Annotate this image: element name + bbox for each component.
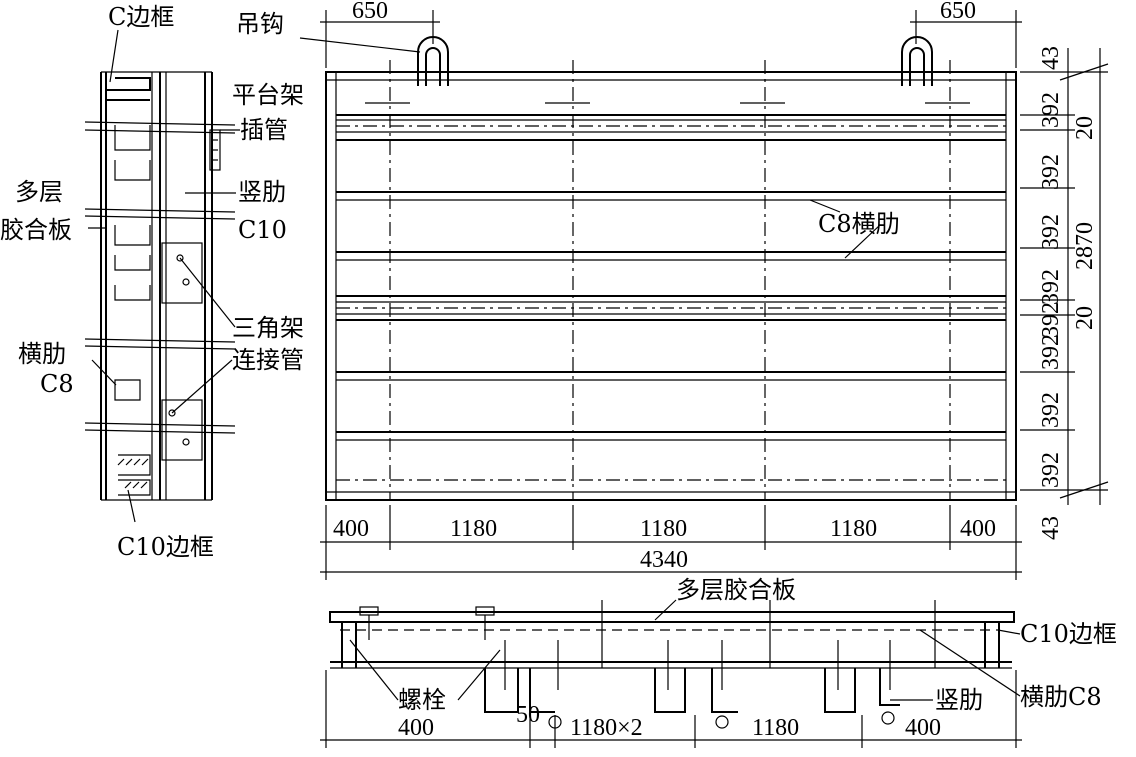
label-connecting-pipe: 连接管 bbox=[232, 346, 304, 374]
dim-right-392-6: 392 bbox=[1038, 334, 1064, 370]
right-dimension-labels: 43 392 20 392 392 392 392 20 392 392 392… bbox=[1038, 46, 1098, 540]
dim-top-right: 650 bbox=[940, 0, 976, 24]
dim-section-400-right: 400 bbox=[905, 715, 941, 741]
bolt-hole-icon bbox=[176, 254, 184, 262]
dim-right-43-top: 43 bbox=[1038, 46, 1064, 70]
bolt-hole-icon bbox=[182, 438, 190, 446]
side-view bbox=[84, 71, 236, 501]
label-section-vertical-rib: 竖肋 bbox=[935, 686, 983, 714]
dim-section-1180x2: 1180×2 bbox=[570, 715, 643, 741]
label-section-bolt: 螺栓 bbox=[398, 686, 446, 714]
label-c8-rib: C8横肋 bbox=[818, 210, 900, 238]
dim-bottom-1180-b: 1180 bbox=[640, 516, 687, 542]
dim-bottom-400-left: 400 bbox=[333, 516, 369, 542]
label-bottom-frame: C10边框 bbox=[117, 533, 214, 561]
label-section-plywood: 多层胶合板 bbox=[676, 576, 796, 604]
bottom-dimensions bbox=[320, 505, 1022, 580]
dim-section-50: 50 bbox=[516, 702, 540, 728]
label-triangle-frame: 三角架 bbox=[232, 314, 304, 342]
dim-right-392-4: 392 bbox=[1038, 269, 1064, 305]
label-transverse-rib: 横肋 bbox=[18, 340, 66, 368]
label-plywood-line2: 胶合板 bbox=[0, 216, 72, 244]
pipe-icon bbox=[715, 715, 729, 729]
dim-section-1180: 1180 bbox=[752, 715, 799, 741]
label-section-edge-frame: C10边框 bbox=[1020, 620, 1117, 648]
dim-total-width: 4340 bbox=[640, 547, 688, 573]
bolt-hole-icon bbox=[182, 278, 190, 286]
label-edge-frame: C边框 bbox=[108, 3, 174, 31]
dim-total-height: 2870 bbox=[1072, 222, 1098, 270]
dim-right-392-3: 392 bbox=[1038, 214, 1064, 250]
dim-right-392-7: 392 bbox=[1038, 392, 1064, 428]
dim-bottom-400-right: 400 bbox=[960, 516, 996, 542]
lifting-hook-icon bbox=[901, 36, 933, 86]
label-platform-frame: 平台架 bbox=[232, 81, 304, 109]
label-section-transverse-rib: 横肋C8 bbox=[1020, 683, 1102, 711]
dim-bottom-1180-a: 1180 bbox=[450, 516, 497, 542]
front-elevation bbox=[325, 36, 1017, 501]
label-hook: 吊钩 bbox=[236, 10, 284, 38]
plan-section bbox=[320, 600, 1022, 748]
top-dimensions bbox=[320, 10, 1022, 68]
bolt-hole-icon bbox=[168, 409, 176, 417]
pipe-icon bbox=[881, 711, 895, 725]
dim-right-392-5: 392 bbox=[1038, 302, 1064, 338]
dim-top-left: 650 bbox=[352, 0, 388, 24]
right-dimensions bbox=[1020, 48, 1109, 505]
label-vertical-rib: 竖肋 bbox=[238, 178, 286, 206]
label-socket-pipe: 插管 bbox=[240, 116, 288, 144]
dim-right-20-top: 20 bbox=[1072, 116, 1098, 140]
dim-right-392-1: 392 bbox=[1038, 92, 1064, 128]
lifting-hook-icon bbox=[417, 36, 449, 86]
dim-bottom-1180-c: 1180 bbox=[830, 516, 877, 542]
label-transverse-rib-size: C8 bbox=[40, 370, 74, 398]
dim-section-400-left: 400 bbox=[398, 715, 434, 741]
label-vertical-rib-size: C10 bbox=[238, 216, 287, 244]
label-plywood-line1: 多层 bbox=[15, 178, 63, 206]
dim-right-20-mid: 20 bbox=[1072, 306, 1098, 330]
dim-right-43-bottom: 43 bbox=[1038, 516, 1064, 540]
dim-right-392-2: 392 bbox=[1038, 154, 1064, 190]
dim-right-392-8: 392 bbox=[1038, 452, 1064, 488]
